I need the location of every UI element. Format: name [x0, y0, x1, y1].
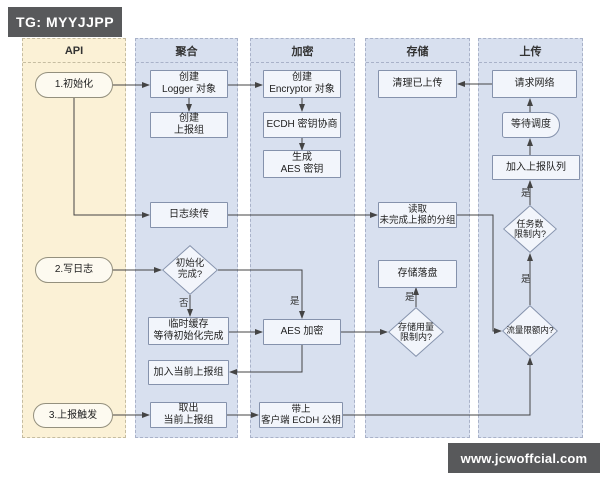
- start-init: 1.初始化: [35, 72, 113, 98]
- node-store-disk: 存储落盘: [378, 260, 457, 288]
- node-log-resume: 日志续传: [150, 202, 228, 228]
- start-report-trigger: 3.上报触发: [33, 403, 113, 428]
- node-join-current-group: 加入当前上报组: [148, 360, 229, 385]
- decision-task-limit: 任务数 限制内?: [503, 205, 557, 253]
- lane-upload-title: 上传: [479, 39, 582, 63]
- node-create-group: 创建 上报组: [150, 112, 228, 138]
- watermark: www.jcwoffcial.com: [448, 443, 600, 473]
- label-yes-traffic-limit: 是: [521, 274, 531, 285]
- node-clean-uploaded: 清理已上传: [378, 70, 457, 98]
- node-request-network: 请求网络: [492, 70, 577, 98]
- node-takeout-group: 取出 当前上报组: [150, 402, 227, 428]
- node-create-encryptor: 创建 Encryptor 对象: [263, 70, 341, 98]
- node-wait-schedule: 等待调度: [502, 112, 560, 138]
- node-join-queue: 加入上报队列: [492, 155, 580, 180]
- node-aes-encrypt: AES 加密: [263, 319, 341, 345]
- node-ecdh: ECDH 密钥协商: [263, 112, 341, 138]
- node-create-logger: 创建 Logger 对象: [150, 70, 228, 98]
- decision-init-done-label: 初始化 完成?: [175, 258, 205, 280]
- label-yes-task-limit: 是: [521, 188, 531, 199]
- node-temp-cache: 临时缓存 等待初始化完成: [148, 317, 229, 345]
- label-no-init-done: 否: [179, 298, 189, 309]
- lane-encrypt-title: 加密: [251, 39, 354, 63]
- lane-storage: 存储: [365, 38, 470, 438]
- decision-traffic-limit: 流量限额内?: [502, 305, 558, 357]
- node-bring-pubkey: 带上 客户端 ECDH 公钥: [259, 402, 343, 428]
- decision-init-done: 初始化 完成?: [162, 245, 218, 295]
- decision-task-limit-label: 任务数 限制内?: [513, 218, 546, 239]
- lane-storage-title: 存储: [366, 39, 469, 63]
- lane-api-title: API: [23, 39, 125, 63]
- decision-traffic-limit-label: 流量限额内?: [506, 325, 554, 336]
- node-gen-aes: 生成 AES 密钥: [263, 150, 341, 178]
- title-badge: TG: MYYJJPP: [8, 7, 122, 37]
- node-read-groups: 读取 未完成上报的分组: [378, 202, 457, 228]
- lane-aggregate-title: 聚合: [136, 39, 237, 63]
- start-write-log: 2.写日志: [35, 257, 113, 283]
- decision-storage-limit-label: 存储用量 限制内?: [397, 321, 434, 342]
- lane-encrypt: 加密: [250, 38, 355, 438]
- lane-api: API: [22, 38, 126, 438]
- label-yes-init-done: 是: [290, 296, 300, 307]
- decision-storage-limit: 存储用量 限制内?: [388, 307, 444, 357]
- label-yes-storage-limit: 是: [405, 292, 415, 303]
